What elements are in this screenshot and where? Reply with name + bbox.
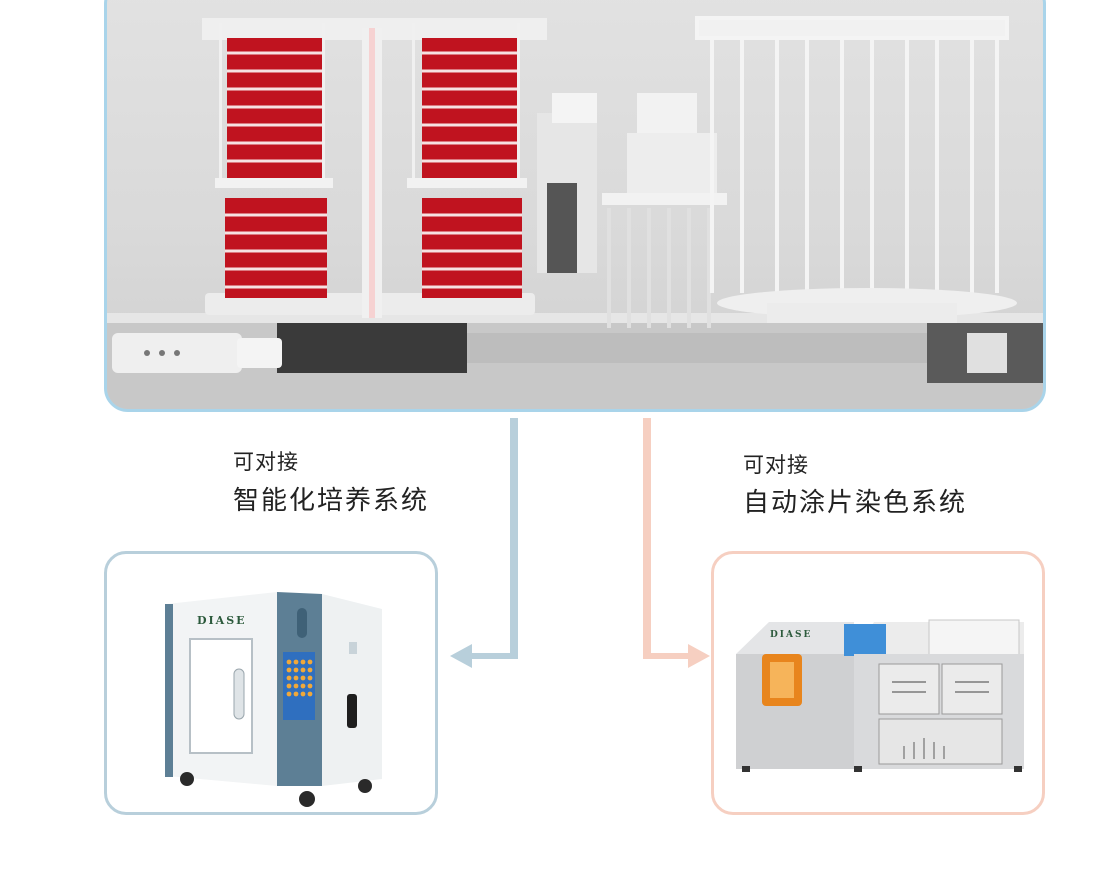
empty-rack bbox=[695, 16, 1009, 293]
stainer-card: DIASE bbox=[711, 551, 1045, 815]
petri-dish-stack-left bbox=[215, 23, 333, 298]
smear-stainer-device-icon bbox=[736, 619, 1024, 772]
petri-dish-stack-right bbox=[407, 23, 527, 298]
incubator-card: DIASE bbox=[104, 551, 438, 815]
incubator-brand-logo: DIASE bbox=[197, 614, 247, 627]
left-connector-arrow bbox=[450, 418, 518, 668]
right-connector-arrow bbox=[643, 418, 710, 668]
left-caption-title: 智能化培养系统 bbox=[233, 486, 430, 516]
right-caption-title: 自动涂片染色系统 bbox=[743, 488, 968, 518]
left-caption-line1: 可对接 bbox=[233, 450, 299, 474]
stainer-brand-logo: DIASE bbox=[770, 630, 813, 640]
incubator-device-icon bbox=[165, 592, 382, 807]
automation-machine-image bbox=[104, 0, 1046, 412]
machine-illustration bbox=[107, 16, 1043, 409]
right-caption-line1: 可对接 bbox=[743, 453, 809, 477]
